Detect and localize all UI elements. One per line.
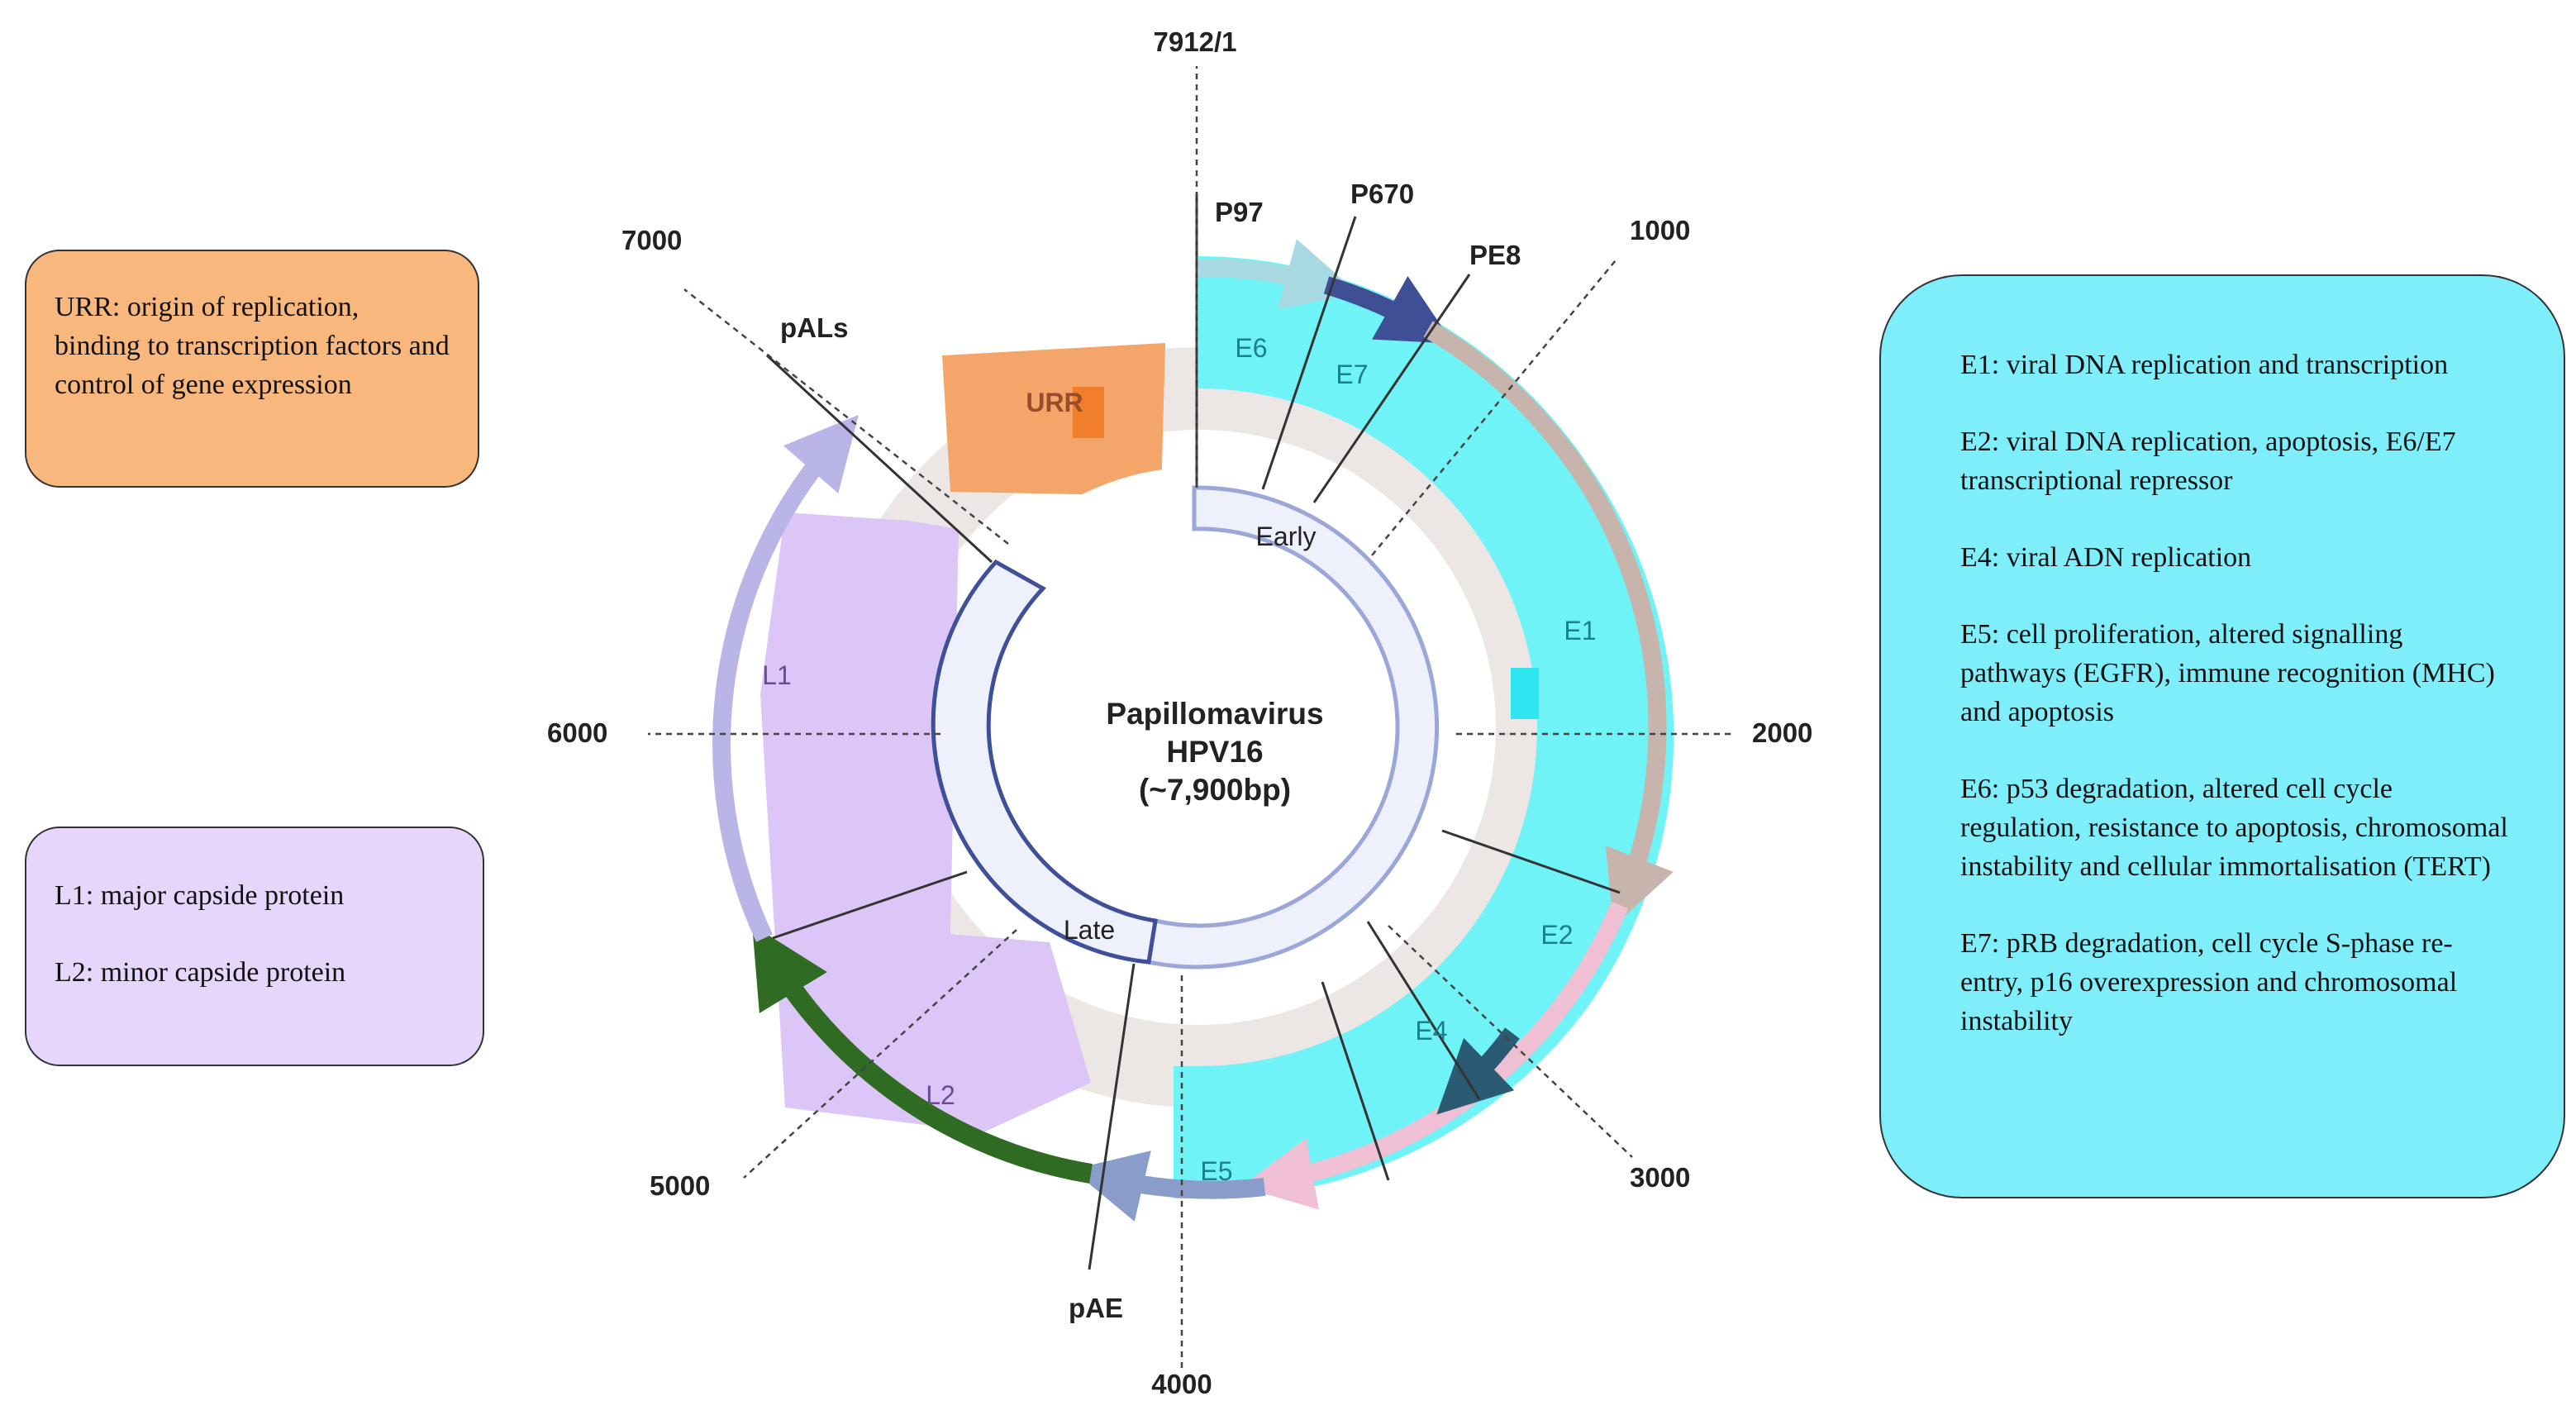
e1-info-text: E1: viral DNA replication and transcript…: [1960, 350, 2449, 380]
pos-5000-label: 5000: [650, 1170, 710, 1201]
e6-info-text: E6: p53 degradation, altered cell cycle …: [1960, 774, 2508, 882]
pals-label: pALs: [780, 312, 849, 343]
pos-3000-label: 3000: [1630, 1162, 1690, 1193]
center-size: (~7,900bp): [1139, 773, 1291, 807]
urr-highlight: [1073, 387, 1104, 438]
early-region-arc: [1146, 485, 1440, 970]
e4-arrow: [1436, 1027, 1520, 1115]
e4-info-text: E4: viral ADN replication: [1960, 542, 2252, 573]
e5-arrow: [1072, 1151, 1266, 1222]
early-genes-info-box: E1: viral DNA replication and transcript…: [1879, 274, 2565, 1198]
e7-info-text: E7: pRB degradation, cell cycle S-phase …: [1960, 928, 2458, 1036]
pos-1000-label: 1000: [1630, 215, 1690, 245]
center-subtitle: HPV16: [1166, 735, 1263, 769]
e6-label: E6: [1235, 333, 1267, 363]
pos-7912-label: 7912/1: [1154, 26, 1237, 57]
l1-arrow: [712, 414, 859, 942]
early-label: Early: [1256, 522, 1317, 551]
urr-info-text: URR: origin of replication, binding to t…: [55, 292, 450, 400]
center-title: Papillomavirus: [1106, 697, 1323, 731]
pae-label: pAE: [1069, 1293, 1123, 1323]
p97-label: P97: [1215, 197, 1264, 227]
l2-info-text: L2: minor capside protein: [55, 957, 346, 988]
late-label: Late: [1064, 915, 1115, 945]
e6-arrow: [1198, 239, 1358, 310]
promoter-lines: [765, 193, 1621, 1270]
late-region-arc: [931, 559, 1158, 965]
late-genes-info-box: L1: major capside protein L2: minor caps…: [25, 827, 484, 1066]
pos-2000-label: 2000: [1752, 717, 1812, 748]
pe8-label: PE8: [1469, 240, 1521, 270]
inner-disc: [938, 467, 1459, 988]
e5-info-text: E5: cell proliferation, altered signalli…: [1960, 619, 2495, 727]
pos-4000-label: 4000: [1151, 1369, 1212, 1399]
e2-info-text: E2: viral DNA replication, apoptosis, E6…: [1960, 426, 2456, 496]
pos-7000-label: 7000: [621, 225, 682, 255]
e1-arrow: [1423, 321, 1674, 927]
urr-region: [942, 343, 1165, 496]
l1-info-text: L1: major capside protein: [55, 880, 345, 911]
l2-arrow: [752, 924, 1093, 1184]
urr-info-box: URR: origin of replication, binding to t…: [25, 250, 479, 488]
pos-6000-label: 6000: [547, 717, 607, 748]
orf-arrows: [712, 239, 1674, 1222]
urr-label: URR: [1026, 388, 1083, 417]
e7-arrow: [1323, 276, 1454, 344]
early-genes-region: [1174, 256, 1674, 1199]
e1-label: E1: [1564, 616, 1596, 646]
e4-label: E4: [1415, 1016, 1447, 1046]
late-genes-region: [760, 512, 1091, 1132]
l1-label: L1: [762, 660, 792, 690]
l2-label: L2: [926, 1080, 955, 1110]
e1-highlight: [1511, 668, 1539, 719]
e7-label: E7: [1336, 360, 1368, 389]
position-lines: [648, 66, 1734, 1368]
e2-label: E2: [1540, 920, 1573, 950]
p670-label: P670: [1350, 179, 1414, 209]
e5-label: E5: [1200, 1156, 1232, 1186]
